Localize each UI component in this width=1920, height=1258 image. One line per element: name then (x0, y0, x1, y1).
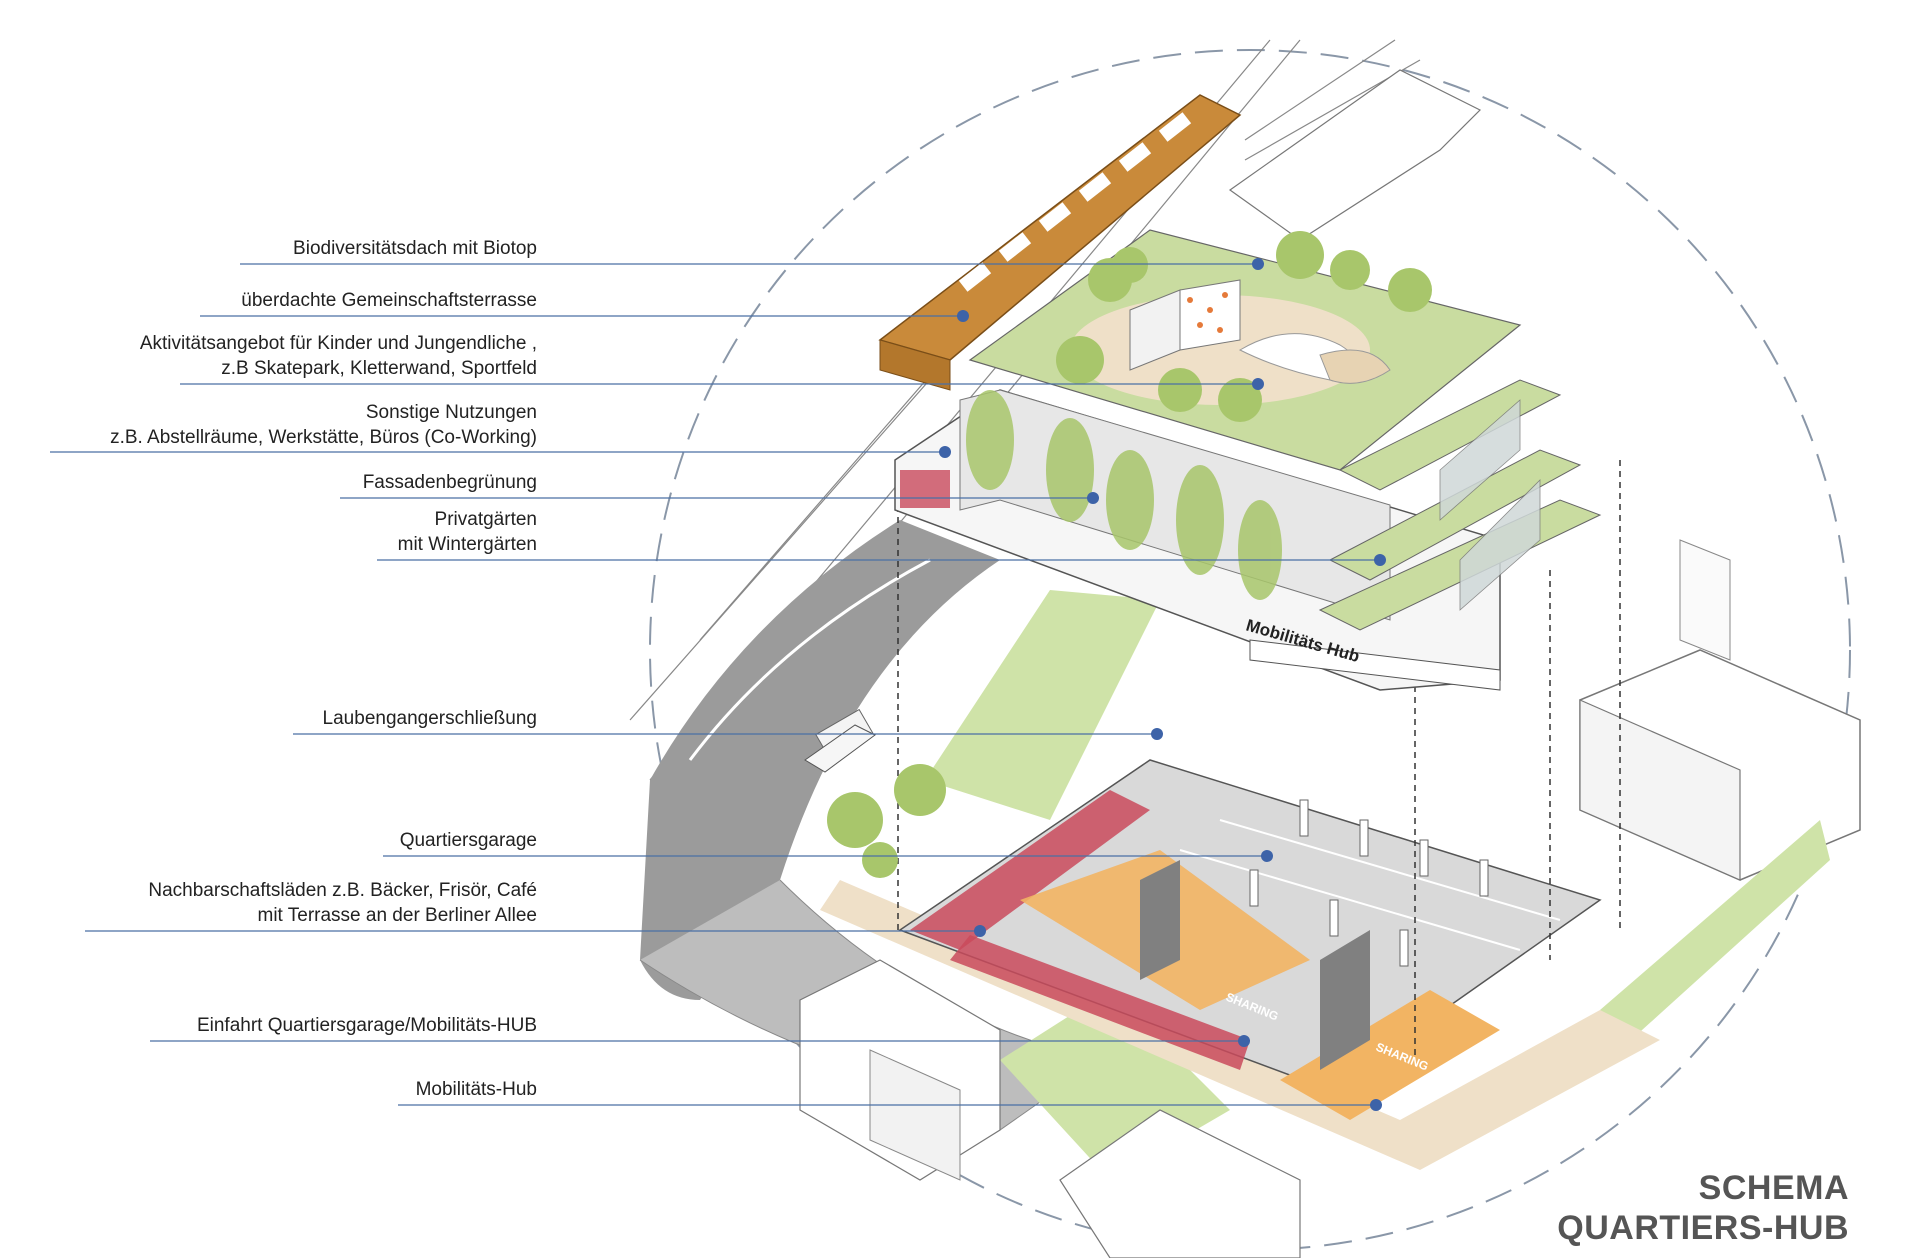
label-line: Mobilitäts-Hub (415, 1079, 537, 1100)
street-trees (827, 764, 946, 878)
label-line: Laubengangerschließung (322, 708, 537, 729)
label-activities: Aktivitätsangebot für Kinder und Jungend… (140, 331, 537, 381)
projection-lines (897, 460, 1621, 1060)
title-line-2: QUARTIERS-HUB (1557, 1209, 1849, 1247)
label-line: Fassadenbegrünung (362, 472, 537, 493)
neighbor-building-right (1579, 539, 1861, 881)
label-garage-entrance: Einfahrt Quartiersgarage/Mobilitäts-HUB (197, 1013, 537, 1038)
green-strip-right (1600, 820, 1830, 1050)
label-line: mit Wintergärten (397, 534, 537, 555)
neighbor-building-bottom-center (1059, 1109, 1301, 1258)
label-line: mit Terrasse an der Berliner Allee (257, 905, 538, 926)
label-private-gardens: Privatgärten mit Wintergärten (398, 507, 537, 557)
green-lawn (925, 590, 1160, 820)
diagram-title: SCHEMA QUARTIERS-HUB (1557, 1168, 1849, 1248)
label-line: überdachte Gemeinschaftsterrasse (241, 290, 537, 311)
label-quarter-garage: Quartiersgarage (400, 828, 537, 853)
title-line-1: SCHEMA (1698, 1169, 1849, 1207)
label-neighborhood-shops: Nachbarschaftsläden z.B. Bäcker, Frisör,… (148, 878, 537, 928)
label-line: Privatgärten (434, 509, 537, 530)
label-biodiversity-roof: Biodiversitätsdach mit Biotop (293, 236, 537, 261)
neighbor-building-top (1228, 69, 1482, 241)
sidewalk (820, 880, 1660, 1170)
label-mobility-hub: Mobilitäts-Hub (416, 1077, 537, 1102)
label-gallery-access: Laubengangerschließung (323, 706, 537, 731)
leader-dots (939, 258, 1386, 1111)
label-line: Quartiersgarage (399, 830, 537, 851)
ground-floor-garage (898, 759, 1602, 1120)
upper-building (878, 94, 1602, 691)
leader-lines (50, 263, 1380, 1106)
label-line: Nachbarschaftsläden z.B. Bäcker, Frisör,… (148, 880, 537, 901)
label-other-uses: Sonstige Nutzungen z.B. Abstellräume, We… (110, 400, 537, 450)
label-line: z.B Skatepark, Kletterwand, Sportfeld (221, 358, 537, 379)
label-line: Einfahrt Quartiersgarage/Mobilitäts-HUB (196, 1015, 537, 1036)
neighbor-building-bottom-left (799, 959, 1001, 1181)
label-line: Sonstige Nutzungen (365, 402, 537, 423)
bus (804, 724, 876, 773)
label-facade-greening: Fassadenbegrünung (363, 470, 537, 495)
label-covered-terrace: überdachte Gemeinschaftsterrasse (241, 288, 537, 313)
label-line: z.B. Abstellräume, Werkstätte, Büros (Co… (110, 427, 537, 448)
label-line: Biodiversitätsdach mit Biotop (293, 238, 537, 259)
label-line: Aktivitätsangebot für Kinder und Jungend… (139, 333, 537, 354)
